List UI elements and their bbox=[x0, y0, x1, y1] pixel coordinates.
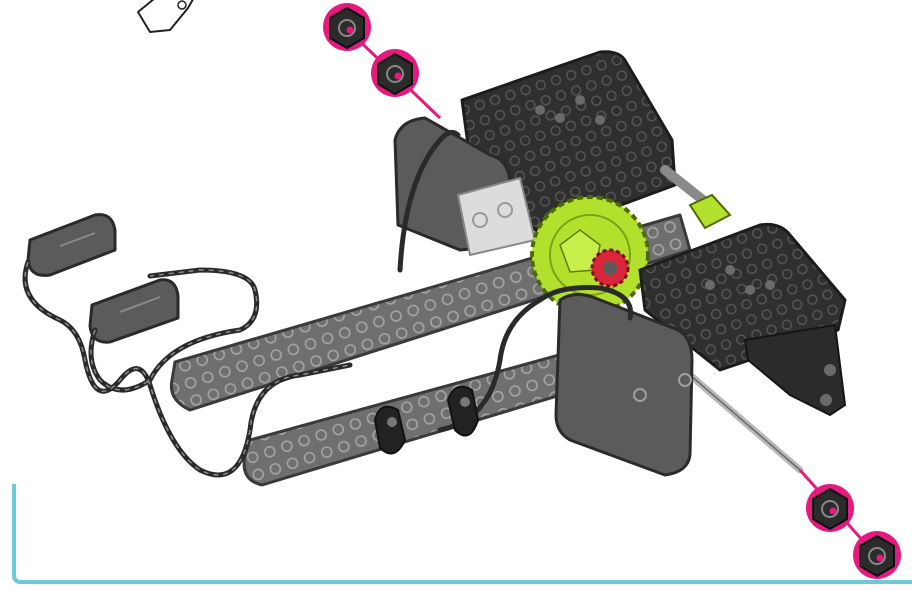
hex-nut-top-2 bbox=[371, 49, 419, 97]
bumper-sensor-top bbox=[28, 215, 115, 276]
hand-pointer-icon bbox=[138, 0, 196, 32]
red-pinion-gear bbox=[592, 250, 628, 286]
right-bracket bbox=[745, 325, 845, 415]
bumper-sensor-bottom bbox=[90, 280, 178, 342]
hex-nut-top-1 bbox=[323, 3, 371, 51]
instruction-frame bbox=[12, 484, 912, 584]
